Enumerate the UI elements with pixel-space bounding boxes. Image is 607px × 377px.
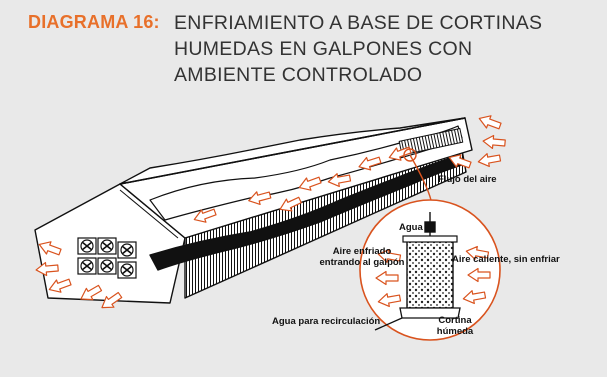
diagram-title: ENFRIAMIENTO A BASE DE CORTINAS HUMEDAS … — [174, 10, 542, 88]
label-cortina-line1: Cortina — [438, 315, 472, 326]
diagram-header: DIAGRAMA 16: ENFRIAMIENTO A BASE DE CORT… — [28, 10, 542, 88]
detail-circle — [359, 199, 501, 341]
label-flujo-del-aire: Flujo del aire — [438, 174, 497, 185]
air-arrow-in-2 — [481, 134, 507, 151]
pad-top-rail — [402, 235, 458, 243]
exhaust-fans — [77, 237, 137, 279]
wet-pad — [406, 239, 454, 309]
title-line-1: ENFRIAMIENTO A BASE DE CORTINAS — [174, 12, 543, 34]
barn — [34, 117, 473, 304]
recirculation-trough — [399, 307, 461, 319]
label-cortina-line2: húmeda — [437, 326, 474, 337]
fan-5 — [97, 257, 117, 275]
fan-2 — [97, 237, 117, 255]
gable-edge — [119, 189, 179, 239]
detail-source-marker — [403, 148, 417, 162]
barn-end-pad — [398, 127, 464, 156]
label-agua-recirculacion: Agua para recirculación — [272, 316, 380, 327]
label-aire-enfriado-line1: Aire enfriado — [333, 246, 392, 257]
fan-4 — [77, 257, 97, 275]
air-arrow-in-3 — [476, 150, 502, 169]
fan-6 — [117, 261, 137, 279]
label-aire-caliente: Aire caliente, sin enfriar — [452, 254, 560, 265]
air-arrow-in-1 — [476, 111, 503, 133]
title-line-2: HUMEDAS EN GALPONES CON — [174, 38, 473, 60]
recirculation-pipe — [374, 317, 403, 331]
title-line-3: AMBIENTE CONTROLADO — [174, 64, 423, 86]
label-aire-enfriado-line2: entrando al galpón — [320, 257, 405, 268]
label-agua: Agua — [399, 222, 423, 233]
fan-3 — [117, 241, 137, 259]
diagram-number: DIAGRAMA 16: — [28, 12, 160, 32]
fan-1 — [77, 237, 97, 255]
barn-ridge — [119, 117, 466, 185]
